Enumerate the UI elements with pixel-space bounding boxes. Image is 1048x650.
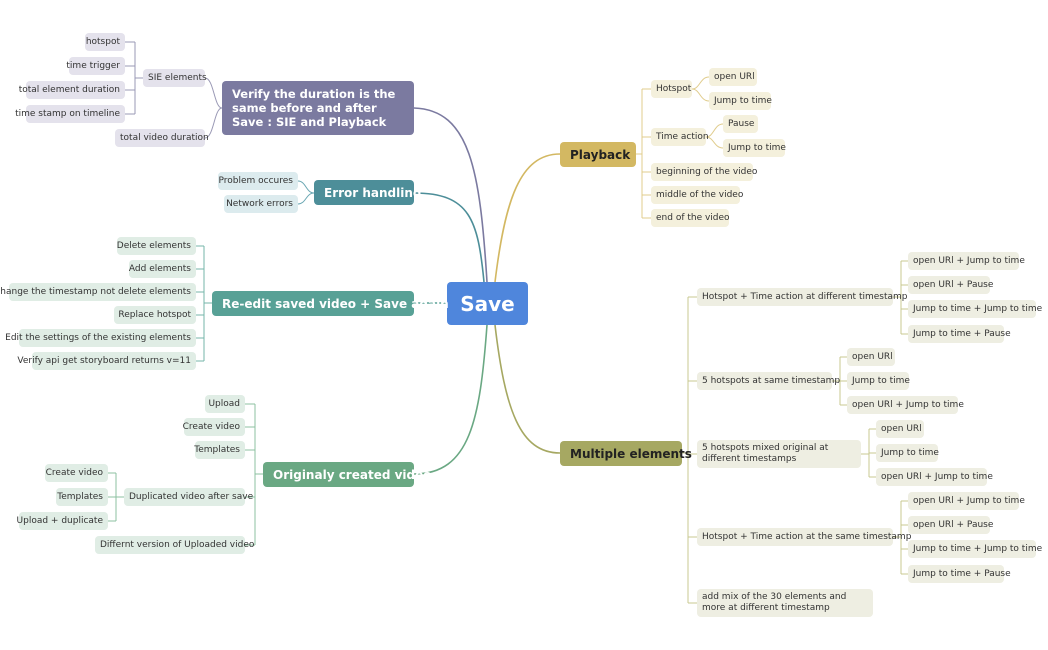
link-root-verify — [413, 107, 488, 283]
leaf-hotspot-open-url[interactable]: open URl — [709, 68, 757, 86]
leaf-g3-jump-to-time[interactable]: Jump to time — [876, 444, 939, 462]
subtopic-duplicated-video[interactable]: Duplicated video after save — [124, 488, 253, 506]
leaf-dup-create-video[interactable]: Create video — [45, 464, 108, 482]
link-root-playback — [494, 153, 561, 283]
leaf-g4-jump-jump[interactable]: Jump to time + Jump to time — [908, 540, 1042, 558]
leaf-g1-jump-jump[interactable]: Jump to time + Jump to time — [908, 300, 1042, 318]
leaf-g1-open-url-jump[interactable]: open URl + Jump to time — [908, 252, 1025, 270]
subtopic-5-hotspots-same[interactable]: 5 hotspots at same timestamp — [697, 372, 840, 390]
subtopic-5-hotspots-mixed[interactable]: 5 hotspots mixed original at different t… — [697, 440, 861, 468]
leaf-g2-open-url[interactable]: open URl — [847, 348, 895, 366]
leaf-replace-hotspot[interactable]: Replace hotspot — [114, 306, 196, 324]
subtopic-hotspot[interactable]: Hotspot — [651, 80, 692, 98]
subtopic-hotspot-time-action-different[interactable]: Hotspot + Time action at different times… — [697, 288, 908, 306]
leaf-dup-templates[interactable]: Templates — [56, 488, 108, 506]
topic-verify-duration[interactable]: Verify the duration is the same before a… — [222, 81, 414, 135]
subtopic-add-mix-30-elements[interactable]: add mix of the 30 elements and more at d… — [697, 589, 873, 617]
link-root-multiple — [494, 324, 561, 454]
topic-multiple-elements[interactable]: Multiple elements — [560, 441, 692, 466]
leaf-g2-jump-to-time[interactable]: Jump to time — [847, 372, 910, 390]
subtopic-hotspot-time-action-same[interactable]: Hotspot + Time action at the same timest… — [697, 528, 911, 546]
leaf-problem-occures[interactable]: Problem occures — [218, 172, 298, 190]
leaf-edit-settings[interactable]: Edit the settings of the existing elemen… — [5, 329, 196, 347]
leaf-time-trigger[interactable]: time trigger — [66, 57, 125, 75]
leaf-end-of-video[interactable]: end of the video — [651, 209, 730, 227]
leaf-time-stamp-on-timeline[interactable]: time stamp on timeline — [15, 105, 125, 123]
leaf-g2-open-url-jump[interactable]: open URl + Jump to time — [847, 396, 964, 414]
leaf-dup-upload-duplicate[interactable]: Upload + duplicate — [17, 512, 108, 530]
subtopic-time-action[interactable]: Time action — [651, 128, 709, 146]
leaf-network-errors[interactable]: Network errors — [224, 195, 298, 213]
link-root-error — [413, 192, 485, 283]
topic-originally-created-video[interactable]: Originaly created video — [263, 462, 432, 487]
leaf-verify-api-storyboard[interactable]: Verify api get storyboard returns v=11 — [17, 352, 196, 370]
leaf-upload[interactable]: Upload — [205, 395, 245, 413]
leaf-add-elements[interactable]: Add elements — [129, 260, 196, 278]
subtopic-sie-elements[interactable]: SIE elements — [143, 69, 207, 87]
subtopic-total-video-duration[interactable]: total video duration — [115, 129, 209, 147]
leaf-total-element-duration[interactable]: total element duration — [19, 81, 125, 99]
leaf-hotspot-jump-to-time[interactable]: Jump to time — [709, 92, 772, 110]
leaf-g4-jump-pause[interactable]: Jump to time + Pause — [908, 565, 1011, 583]
leaf-templates[interactable]: Templates — [194, 441, 245, 459]
leaf-g4-open-url-jump[interactable]: open URl + Jump to time — [908, 492, 1025, 510]
leaf-g3-open-url[interactable]: open URl — [876, 420, 924, 438]
leaf-time-action-jump-to-time[interactable]: Jump to time — [723, 139, 786, 157]
topic-playback[interactable]: Playback — [560, 142, 636, 167]
leaf-g1-jump-pause[interactable]: Jump to time + Pause — [908, 325, 1011, 343]
leaf-hotspot[interactable]: hotspot — [85, 33, 125, 51]
subtopic-different-version-uploaded[interactable]: Differnt version of Uploaded video — [95, 536, 254, 554]
topic-error-handling[interactable]: Error handling — [314, 180, 422, 205]
leaf-create-video[interactable]: Create video — [183, 418, 245, 436]
leaf-beginning-of-video[interactable]: beginning of the video — [651, 163, 757, 181]
link-root-original — [413, 324, 488, 475]
leaf-g1-open-url-pause[interactable]: open URl + Pause — [908, 276, 993, 294]
leaf-g3-open-url-jump[interactable]: open URl + Jump to time — [876, 468, 993, 486]
leaf-time-action-pause[interactable]: Pause — [723, 115, 758, 133]
leaf-change-timestamp[interactable]: Change the timestamp not delete elements — [0, 283, 196, 301]
topic-reedit-save-again[interactable]: Re-edit saved video + Save again — [212, 291, 449, 316]
leaf-delete-elements[interactable]: Delete elements — [117, 237, 196, 255]
root-topic-save[interactable]: Save — [447, 282, 528, 325]
leaf-middle-of-video[interactable]: middle of the video — [651, 186, 743, 204]
leaf-g4-open-url-pause[interactable]: open URl + Pause — [908, 516, 993, 534]
